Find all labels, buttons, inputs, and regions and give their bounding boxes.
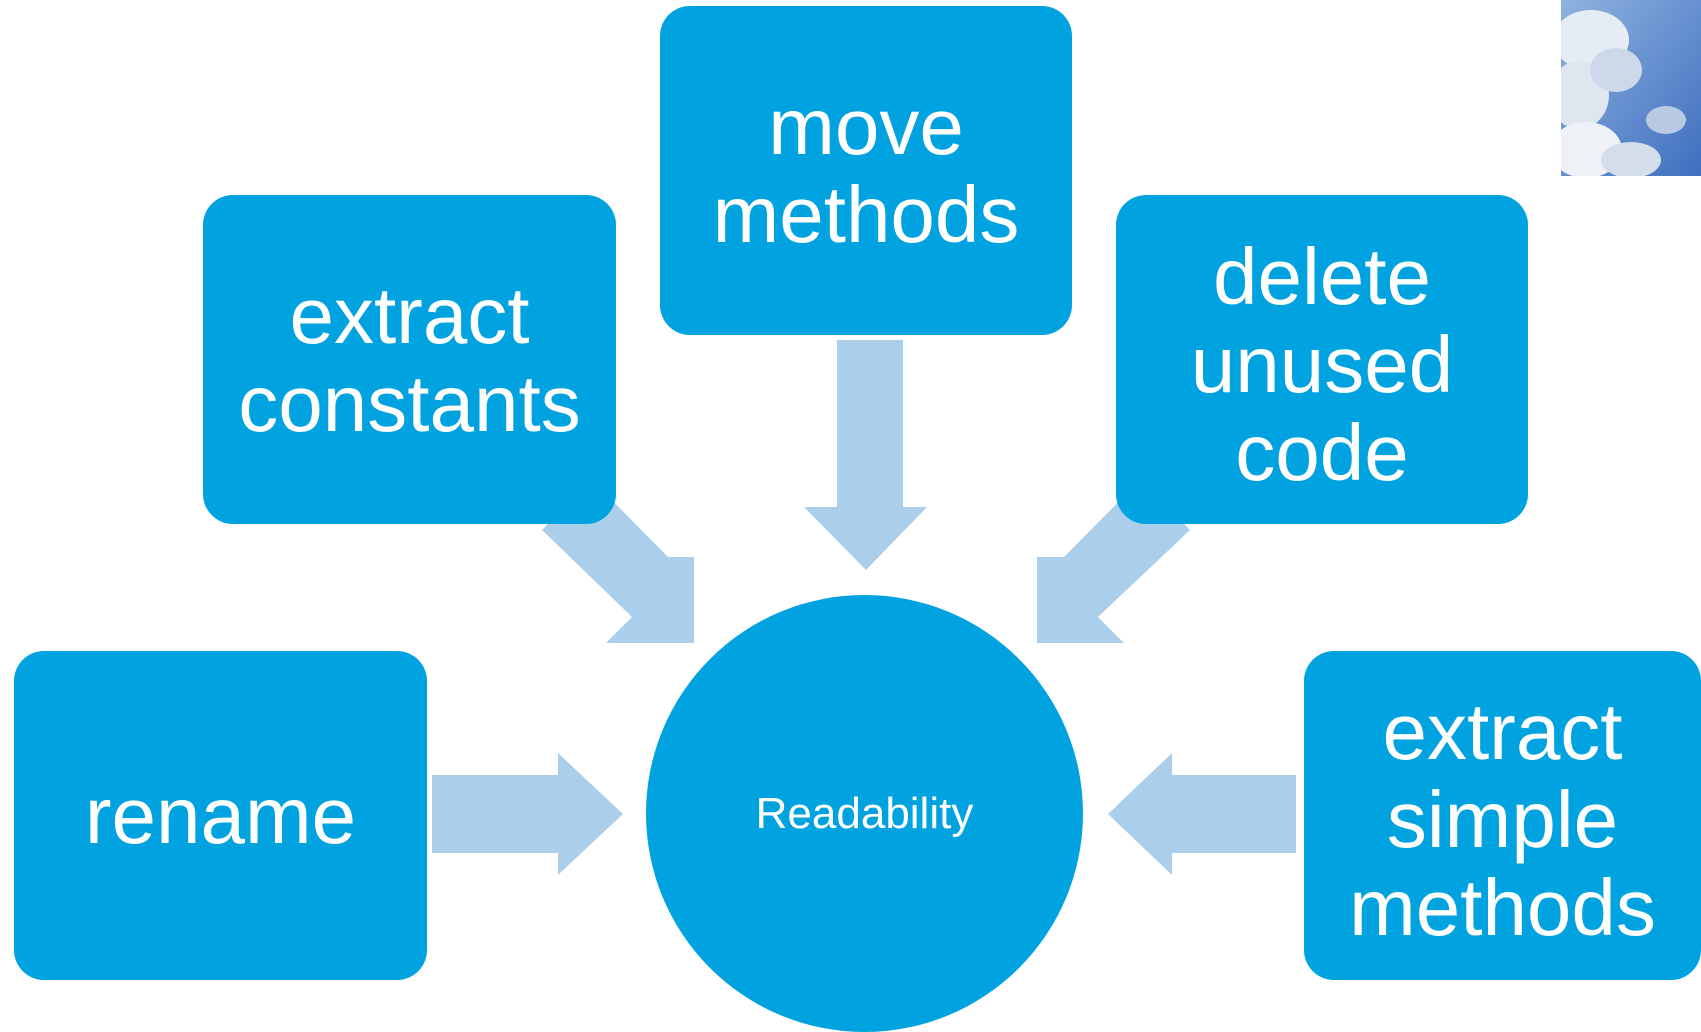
node-extract-simple-methods: extract simple methods	[1304, 651, 1701, 980]
node-label: extract simple methods	[1349, 686, 1656, 952]
node-rename: rename	[14, 651, 427, 980]
arrow-move-methods	[804, 340, 927, 570]
arrow-rename	[432, 753, 623, 875]
node-label: extract constants	[238, 270, 581, 448]
arrow-extract-simple-methods	[1108, 753, 1296, 875]
sky-photo-thumbnail	[1561, 0, 1701, 176]
node-move-methods: move methods	[660, 6, 1072, 335]
node-label: move methods	[712, 81, 1020, 259]
center-node-readability: Readability	[646, 595, 1083, 1032]
node-delete-unused-code: delete unused code	[1116, 195, 1528, 524]
node-label: delete unused code	[1190, 231, 1454, 497]
center-label: Readability	[755, 788, 974, 838]
node-label: rename	[84, 770, 357, 860]
node-extract-constants: extract constants	[203, 195, 616, 524]
